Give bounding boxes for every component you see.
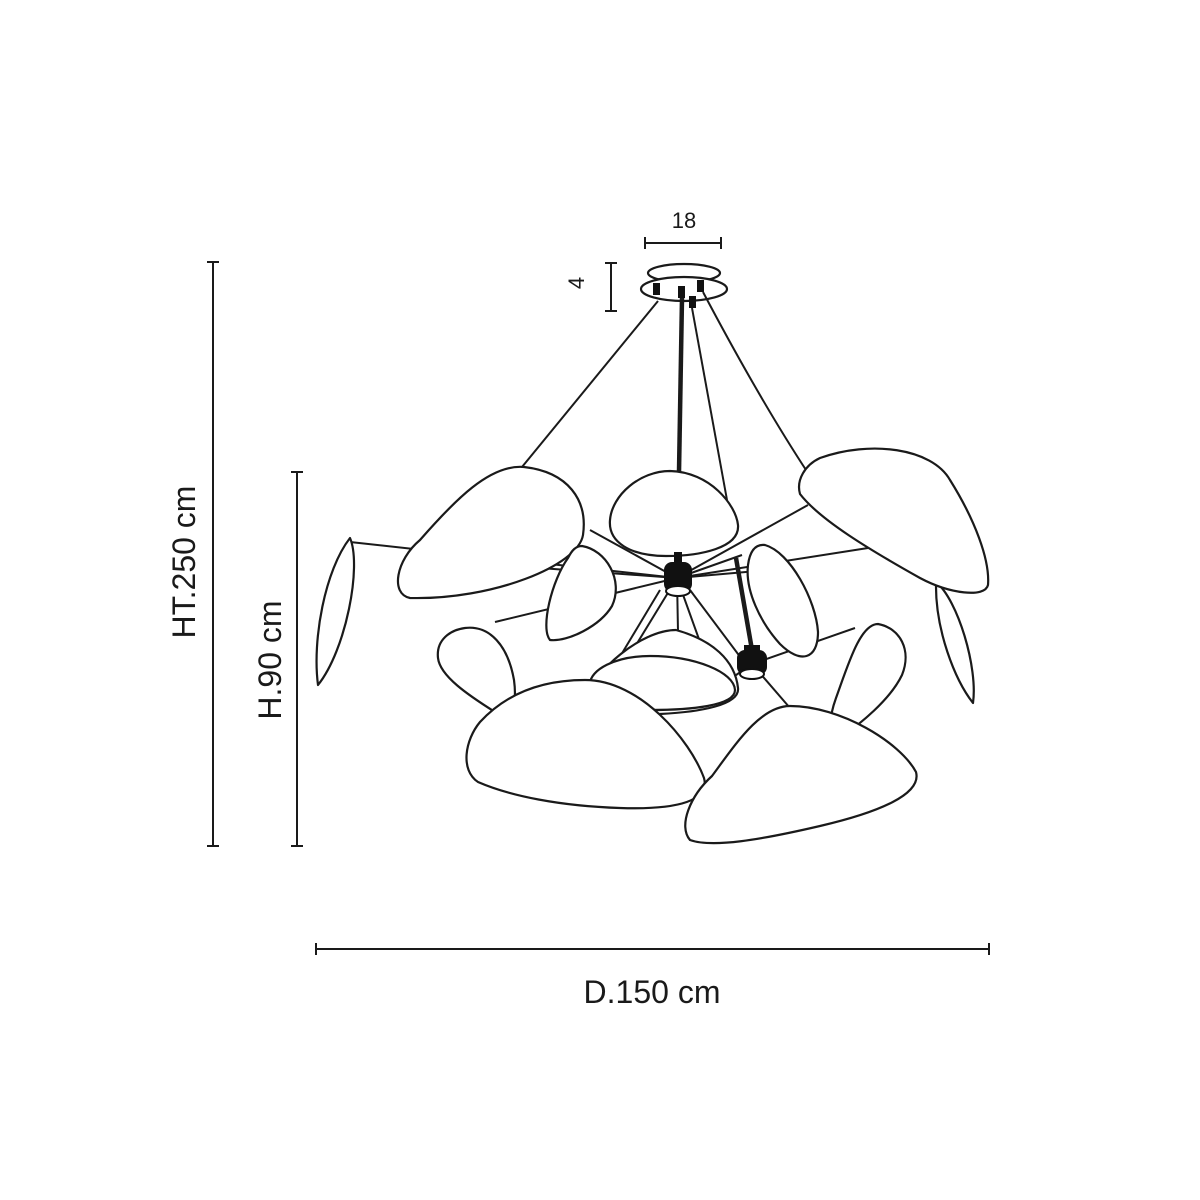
- suspension-cables: [521, 291, 809, 501]
- diameter-label: D.150 cm: [583, 974, 721, 1010]
- body-height-label: H.90 cm: [252, 600, 288, 720]
- leaf-far-left: [315, 536, 356, 687]
- canopy-width-dimension: [644, 237, 722, 249]
- leaf-bottom-left: [465, 678, 706, 810]
- leaf-mid-left: [545, 544, 617, 642]
- light-hubs: [664, 552, 767, 680]
- leaf-far-right: [934, 580, 975, 705]
- leaf-shades: [315, 447, 990, 845]
- canopy-height-dimension: [605, 262, 617, 312]
- canopy-width-label: 18: [671, 208, 697, 233]
- dimension-lines: [207, 237, 990, 955]
- total-height-label: HT.250 cm: [166, 485, 202, 639]
- canopy-height-label: 4: [564, 276, 589, 290]
- body-height-dimension: [291, 471, 303, 847]
- pendant-bulb: [737, 645, 767, 680]
- total-height-dimension: [207, 261, 219, 847]
- leaf-bottom-right: [684, 704, 918, 845]
- diameter-dimension: [315, 943, 990, 955]
- leaf-mid-right: [746, 543, 820, 658]
- leaf-upper-center: [608, 469, 740, 558]
- leaf-upper-right: [797, 447, 990, 594]
- central-hub: [664, 552, 692, 597]
- leaf-upper-left: [396, 465, 585, 600]
